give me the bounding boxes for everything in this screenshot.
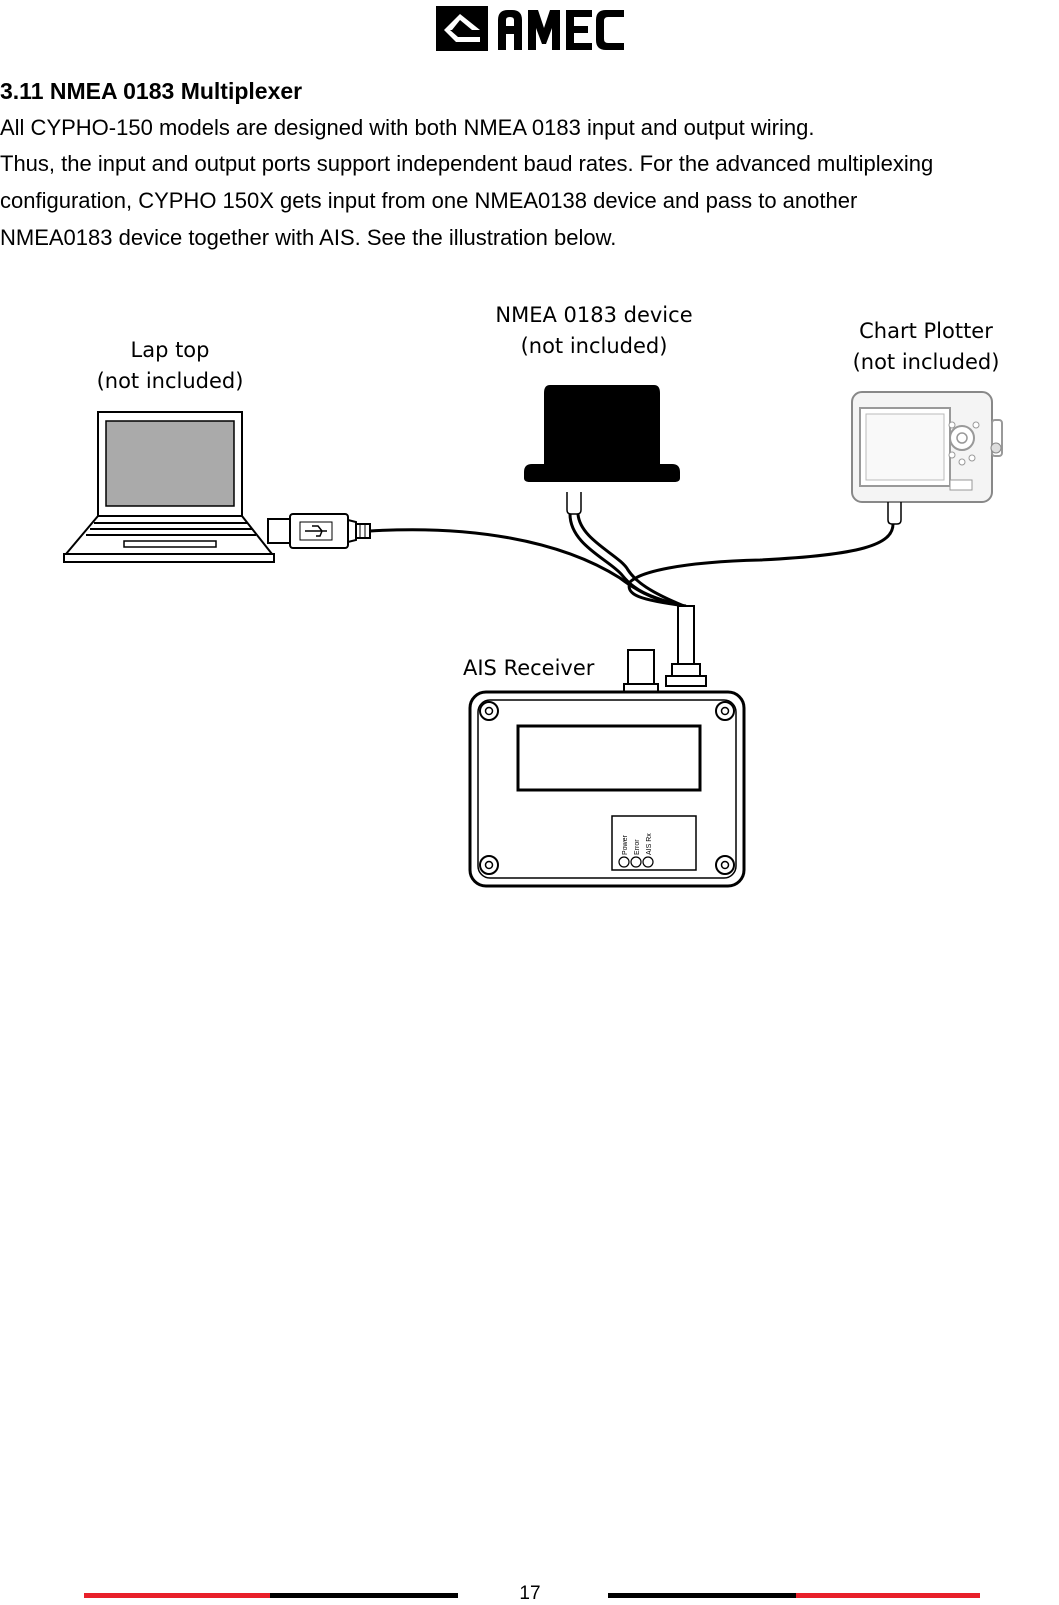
led-power-label: Power bbox=[622, 834, 629, 855]
page-number: 17 bbox=[519, 1583, 541, 1604]
led-error-label: Error bbox=[634, 839, 641, 855]
usb-plug-icon bbox=[267, 513, 371, 549]
paragraph-line-4: NMEA0183 device together with AIS. See t… bbox=[0, 225, 617, 250]
section-heading: 3.11 NMEA 0183 Multiplexer bbox=[0, 78, 303, 104]
led-ais-rx-label: AIS Rx bbox=[646, 833, 653, 855]
ais-receiver-label: AIS Receiver bbox=[463, 656, 595, 680]
amec-logo: AMEC bbox=[436, 0, 628, 54]
chart-plotter-sublabel: (not included) bbox=[853, 350, 1000, 374]
footer-rule-left-red bbox=[84, 1593, 270, 1598]
paragraph-line-1: All CYPHO-150 models are designed with b… bbox=[0, 115, 815, 140]
laptop-label: Lap top bbox=[131, 338, 210, 362]
footer-rule-right-red bbox=[796, 1593, 980, 1598]
nmea-device-icon bbox=[524, 385, 680, 515]
chart-plotter-label: Chart Plotter bbox=[859, 319, 993, 343]
laptop-icon bbox=[63, 411, 275, 563]
logo-text: AMEC bbox=[628, 0, 629, 1]
paragraph-line-3: configuration, CYPHO 150X gets input fro… bbox=[0, 188, 858, 213]
nmea-device-sublabel: (not included) bbox=[521, 334, 668, 358]
footer-rule-right-black bbox=[608, 1593, 796, 1598]
footer-rule-left-black bbox=[270, 1593, 458, 1598]
chart-plotter-icon bbox=[851, 391, 1003, 525]
wiring-diagram: Lap top (not included) NMEA 0183 device … bbox=[63, 303, 1003, 888]
laptop-sublabel: (not included) bbox=[97, 369, 244, 393]
nmea-device-label: NMEA 0183 device bbox=[495, 303, 692, 327]
ais-receiver-icon: Power Error AIS Rx bbox=[468, 605, 746, 888]
cables bbox=[369, 513, 895, 608]
amec-logo-graphic bbox=[436, 6, 624, 51]
paragraph-line-2: Thus, the input and output ports support… bbox=[0, 151, 934, 176]
